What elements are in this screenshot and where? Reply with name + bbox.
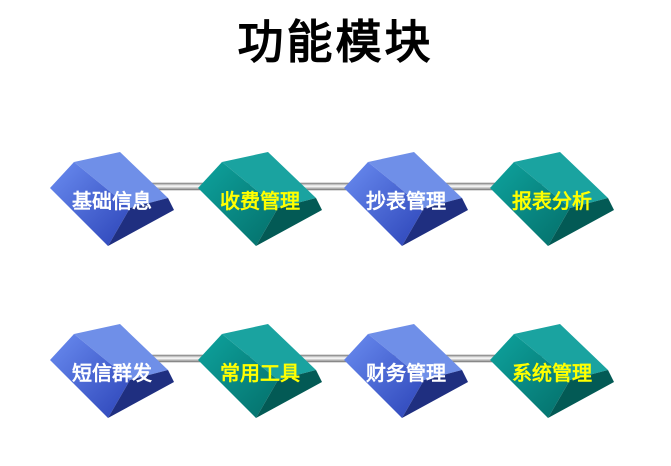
module-label: 报表分析 xyxy=(512,189,592,213)
cube-top-face xyxy=(368,152,462,208)
module-label: 财务管理 xyxy=(366,361,446,385)
cube-side-face xyxy=(402,198,468,246)
module-label: 基础信息 xyxy=(72,189,152,213)
cube-front-face xyxy=(344,162,424,246)
module-cube[interactable]: 收费管理 xyxy=(198,152,322,246)
cube-side-face xyxy=(256,370,322,418)
cube-top-face xyxy=(74,324,168,380)
cube-side-face xyxy=(108,198,174,246)
cube-top-face xyxy=(222,152,316,208)
cube-side-face xyxy=(256,198,322,246)
cube-side-face xyxy=(548,370,614,418)
cube-side-face xyxy=(548,198,614,246)
cube-top-face xyxy=(514,152,608,208)
module-cube[interactable]: 报表分析 xyxy=(490,152,614,246)
module-cube[interactable]: 基础信息 xyxy=(50,152,174,246)
cube-side-face xyxy=(108,370,174,418)
module-label: 收费管理 xyxy=(220,189,300,213)
module-label: 抄表管理 xyxy=(366,189,446,213)
module-cube[interactable]: 系统管理 xyxy=(490,324,614,418)
module-cube[interactable]: 短信群发 xyxy=(50,324,174,418)
cube-front-face xyxy=(490,334,570,418)
module-cube[interactable]: 常用工具 xyxy=(198,324,322,418)
module-label: 常用工具 xyxy=(220,361,300,385)
page-title: 功能模块 xyxy=(237,15,434,69)
module-cube[interactable]: 抄表管理 xyxy=(344,152,468,246)
cube-front-face xyxy=(490,162,570,246)
cube-side-face xyxy=(402,370,468,418)
cube-front-face xyxy=(50,334,130,418)
cube-front-face xyxy=(344,334,424,418)
cube-top-face xyxy=(222,324,316,380)
module-label: 短信群发 xyxy=(72,361,153,385)
cube-front-face xyxy=(50,162,130,246)
cube-top-face xyxy=(74,152,168,208)
module-cube[interactable]: 财务管理 xyxy=(344,324,468,418)
cube-top-face xyxy=(514,324,608,380)
cube-top-face xyxy=(368,324,462,380)
module-label: 系统管理 xyxy=(512,361,592,385)
cube-front-face xyxy=(198,162,278,246)
cube-front-face xyxy=(198,334,278,418)
